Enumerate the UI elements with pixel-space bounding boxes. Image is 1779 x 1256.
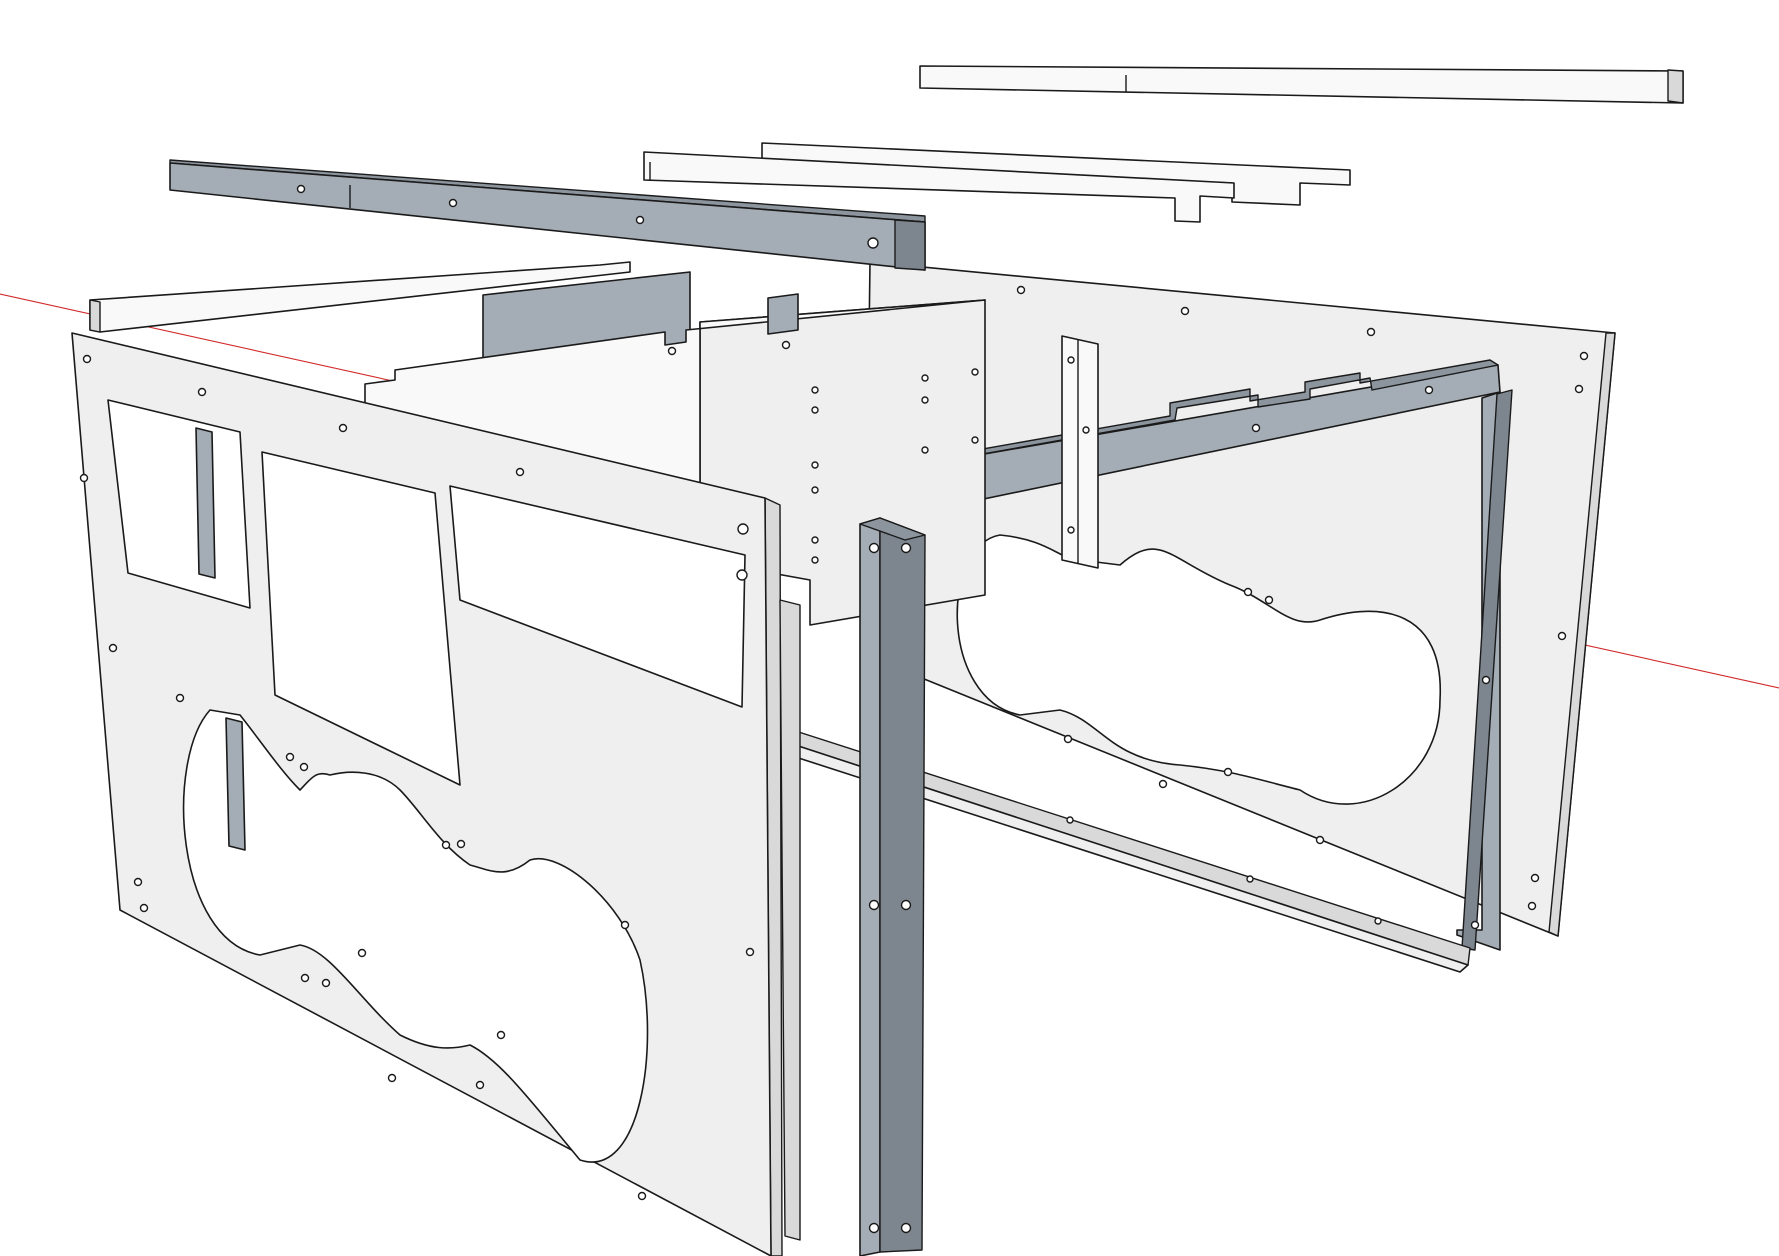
front-panel-cutout bbox=[182, 709, 649, 1163]
top-gray-rail bbox=[169, 159, 926, 271]
front-gray-leg bbox=[779, 517, 926, 1256]
vertical-post bbox=[1061, 335, 1099, 569]
left-white-rail bbox=[89, 261, 631, 333]
front-panel-window-2 bbox=[261, 451, 461, 786]
back-panel bbox=[864, 261, 1616, 937]
right-gray-frame bbox=[779, 359, 1513, 973]
back-panel-cutout bbox=[956, 534, 1441, 805]
top-white-rail bbox=[919, 65, 1684, 104]
white-slotted-rails bbox=[643, 142, 1351, 223]
front-panel bbox=[71, 332, 783, 1256]
front-panel-window-3 bbox=[449, 485, 746, 708]
